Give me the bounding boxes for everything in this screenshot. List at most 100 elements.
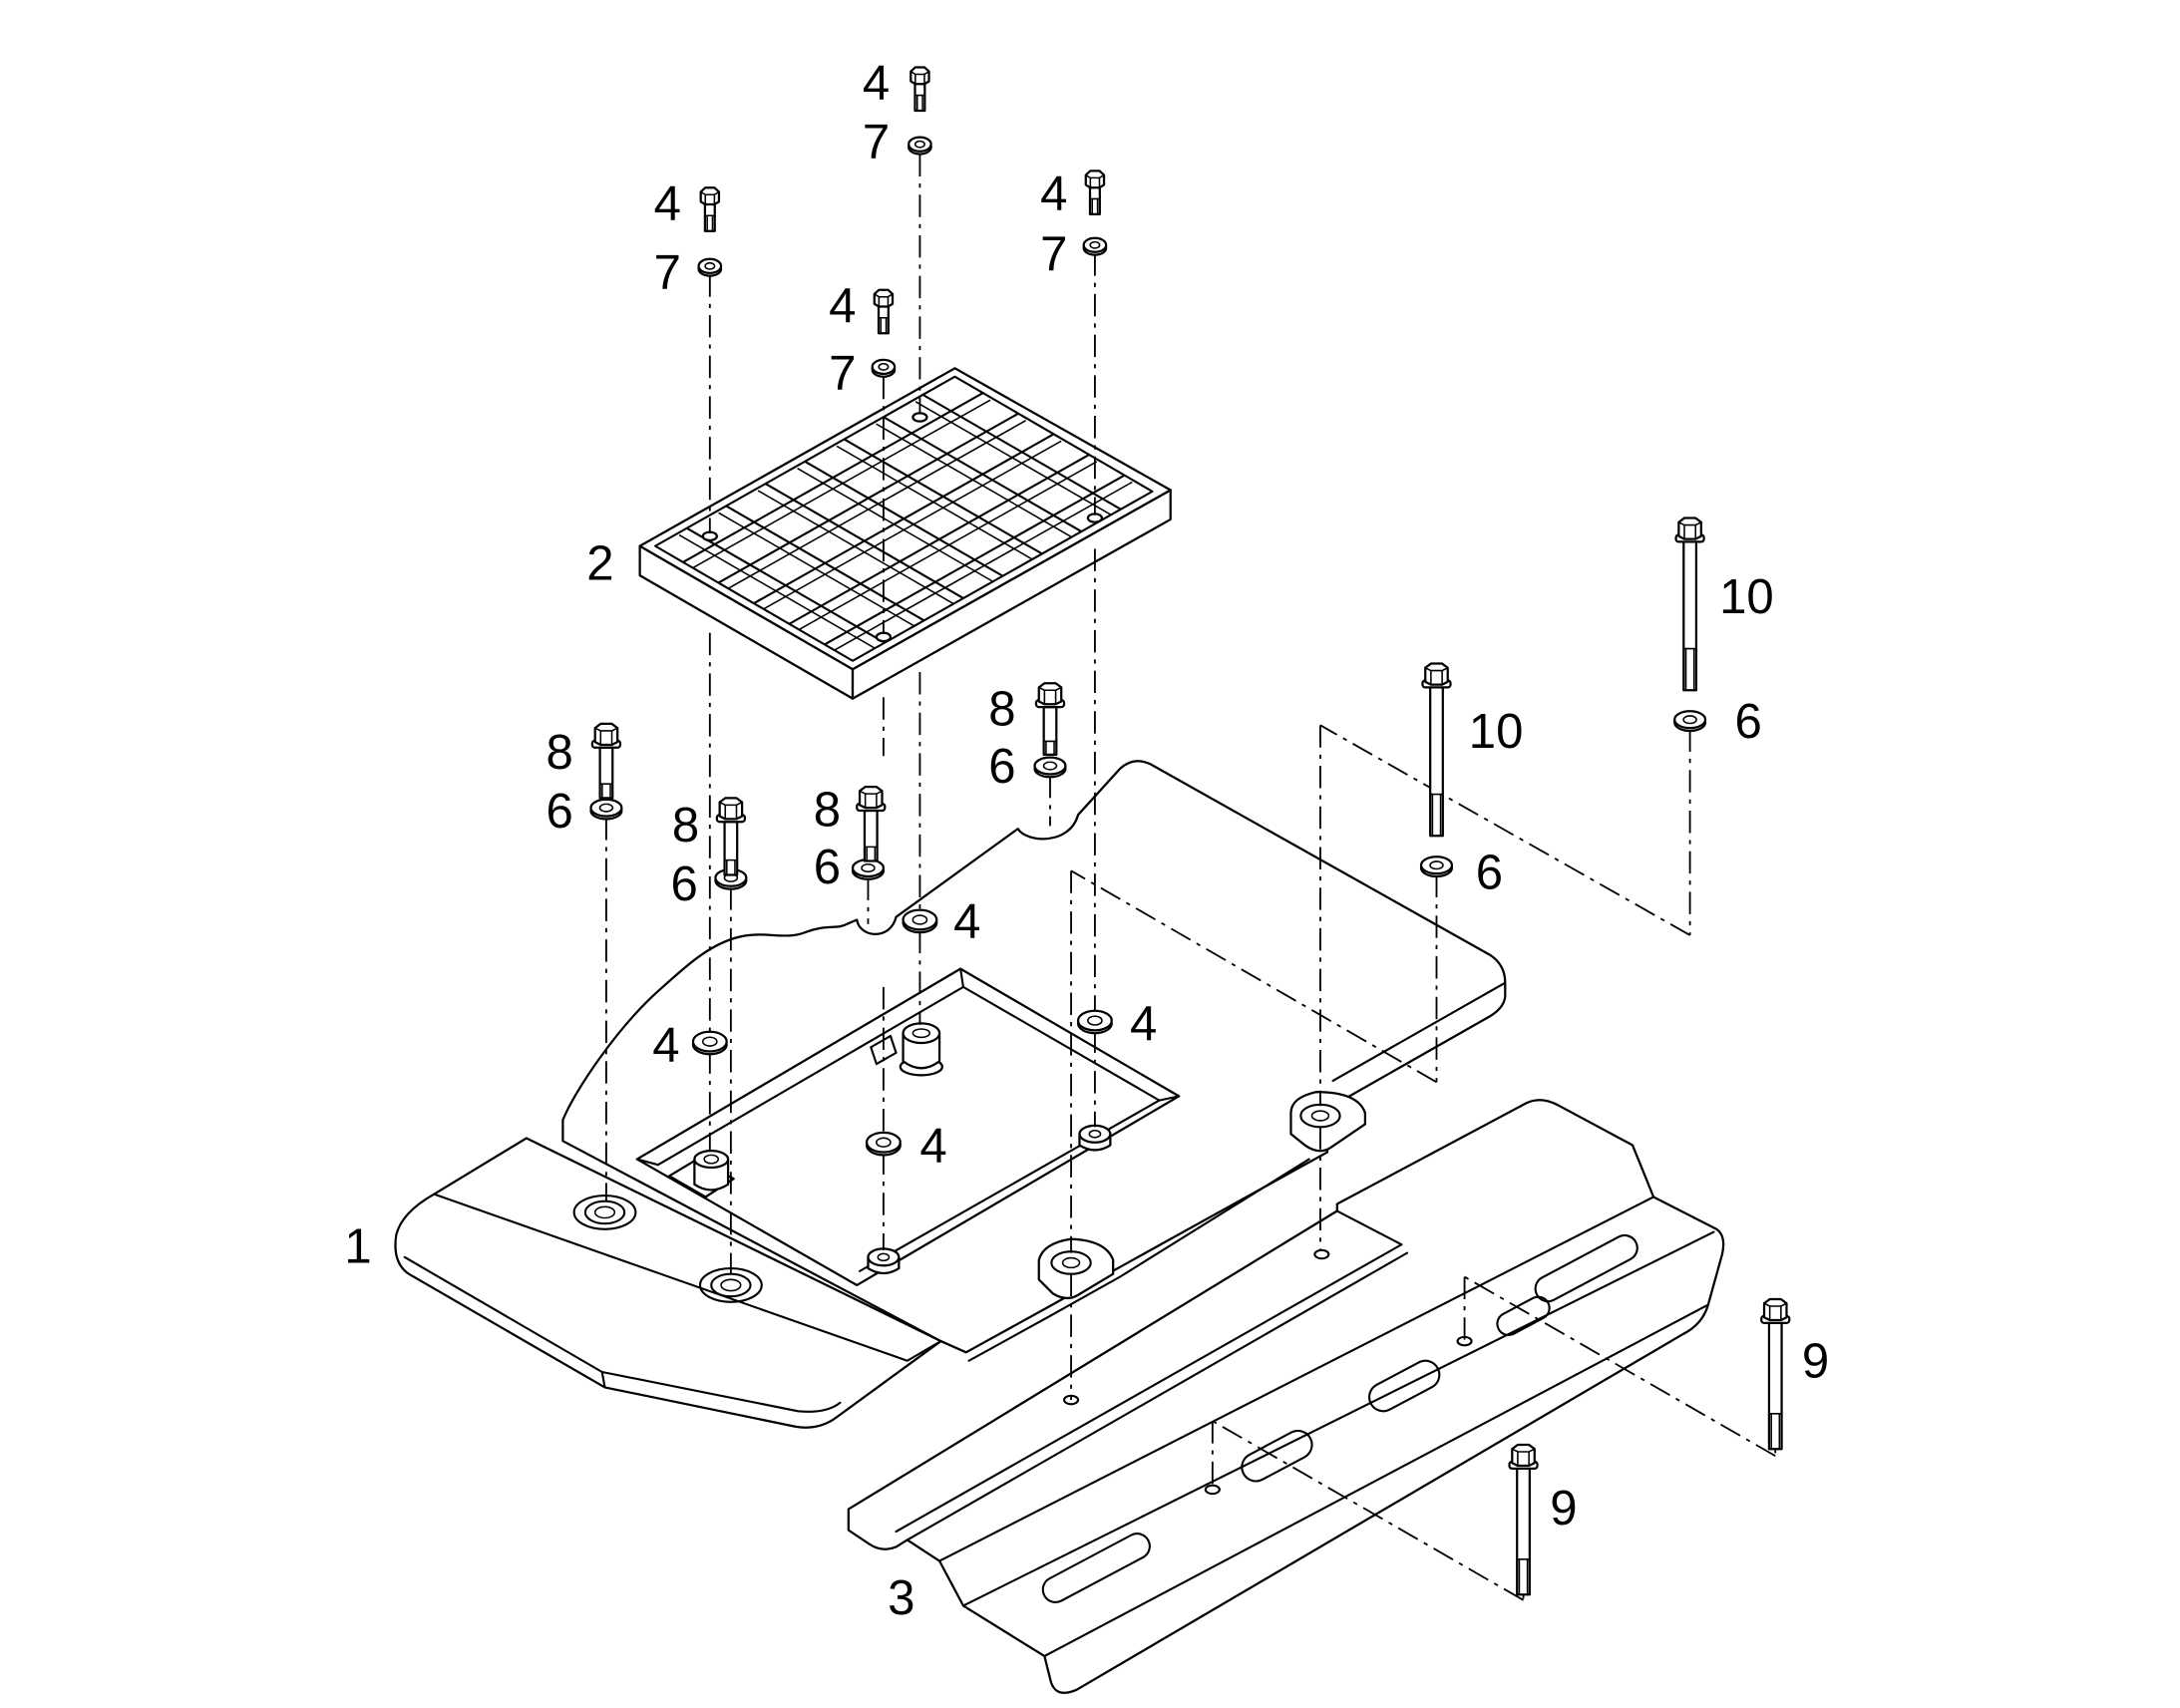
callout-label: 6	[1476, 847, 1503, 900]
callout-label: 1	[344, 1219, 371, 1273]
bracket-slot	[1041, 1533, 1151, 1603]
callout-label: 4	[1130, 997, 1157, 1051]
grating-bar-depth	[745, 440, 1062, 620]
washer	[902, 908, 938, 934]
washer	[1673, 710, 1707, 733]
callout-label: 4	[829, 279, 856, 333]
grating-bar	[709, 408, 1027, 588]
plate-mount-pad	[1037, 1237, 1115, 1300]
callout-label: 6	[671, 857, 698, 911]
grating-bar-depth	[781, 461, 1098, 640]
bolt	[909, 66, 930, 113]
callout-label: 9	[1802, 1335, 1829, 1389]
step-hole	[572, 1195, 637, 1230]
grating-bar	[816, 470, 1134, 650]
bracket-hole	[1204, 1484, 1221, 1496]
bolt	[1421, 662, 1452, 838]
callout-label: 8	[672, 799, 699, 853]
bushing	[899, 1022, 944, 1077]
front-step	[394, 1137, 942, 1429]
bolt	[715, 797, 747, 876]
center-line	[1464, 1275, 1776, 1458]
part-1-base-plate	[394, 760, 1507, 1429]
callout-label: 4	[919, 1119, 946, 1173]
bolt	[1034, 682, 1066, 756]
grating-bar-depth	[674, 399, 991, 579]
washer	[908, 136, 932, 156]
callout-label: 4	[1040, 168, 1067, 221]
bracket-slot	[1368, 1359, 1441, 1413]
grating-bar-depth	[817, 481, 1133, 661]
callout-label: 8	[546, 726, 573, 780]
callout-label: 6	[546, 785, 573, 839]
bolt	[1760, 1297, 1791, 1451]
bracket-fold-line	[895, 1209, 1409, 1541]
center-lines	[605, 154, 1777, 1601]
callout-label: 10	[1469, 705, 1524, 759]
bracket-slot	[1534, 1233, 1638, 1303]
center-line	[1212, 1420, 1524, 1601]
plate-opening-wall	[635, 967, 1181, 1167]
bolt	[699, 186, 721, 232]
plate-mount-pad	[1289, 1091, 1367, 1153]
callout-label: 7	[829, 346, 856, 400]
callout-label: 4	[863, 57, 890, 111]
bracket-ridge-line	[938, 1196, 1715, 1658]
callout-label: 6	[988, 740, 1015, 794]
center-line	[1070, 869, 1437, 1084]
bracket-slot	[1496, 1295, 1551, 1337]
bolt	[873, 288, 895, 335]
callout-label: 10	[1719, 570, 1774, 624]
bracket-hole	[1313, 1248, 1330, 1260]
plate-front-edge	[967, 1158, 1310, 1362]
callout-label: 4	[953, 895, 980, 949]
plate-edge-line	[1331, 981, 1507, 1082]
plate-opening-inner	[656, 985, 1161, 1272]
washer	[1419, 855, 1454, 878]
bolt	[590, 722, 622, 800]
washer	[697, 257, 723, 277]
bolt	[1084, 170, 1106, 216]
washer	[1033, 756, 1067, 779]
washer	[691, 1030, 728, 1056]
center-line	[1319, 724, 1691, 936]
fasteners	[589, 66, 1791, 1596]
callout-label: 7	[1040, 227, 1067, 281]
bushing	[667, 1150, 735, 1198]
grating-bars	[674, 387, 1134, 661]
callout-label: 9	[1550, 1482, 1577, 1536]
bracket-slot	[1241, 1429, 1313, 1483]
plate-boss	[1078, 1124, 1112, 1152]
washer	[1076, 1009, 1113, 1035]
callout-labels: 4 7 4 7 4 7 4 7 2 10 6 8 6 10 6 8 6 8 6 …	[344, 57, 1829, 1625]
part-2-grating	[638, 367, 1172, 700]
callout-label: 6	[1735, 695, 1762, 749]
washer	[589, 798, 623, 821]
grating-bar	[745, 429, 1063, 609]
callout-label: 7	[863, 116, 890, 170]
grating-bar	[780, 449, 1098, 630]
front-step-crease	[433, 1193, 942, 1362]
callout-label: 8	[988, 682, 1015, 736]
bolt	[1674, 516, 1705, 692]
callout-label: 4	[654, 176, 681, 230]
callout-label: 3	[888, 1571, 914, 1625]
washer	[851, 857, 886, 880]
bolt	[1508, 1443, 1539, 1596]
callout-label: 8	[814, 783, 841, 837]
grating-bar	[674, 387, 992, 568]
callout-label: 7	[654, 245, 681, 299]
washer	[1082, 236, 1108, 256]
grating-inner-rim	[654, 375, 1154, 662]
bracket-outline	[847, 1099, 1725, 1694]
plate-boss	[867, 1247, 901, 1275]
front-step-edge	[403, 1255, 842, 1413]
callout-label: 2	[586, 536, 613, 590]
washer	[865, 1131, 902, 1157]
callout-label: 4	[652, 1018, 679, 1072]
washer	[871, 358, 897, 378]
grating-bar-depth	[710, 420, 1027, 599]
callout-label: 6	[814, 841, 841, 894]
bolt	[856, 785, 887, 862]
